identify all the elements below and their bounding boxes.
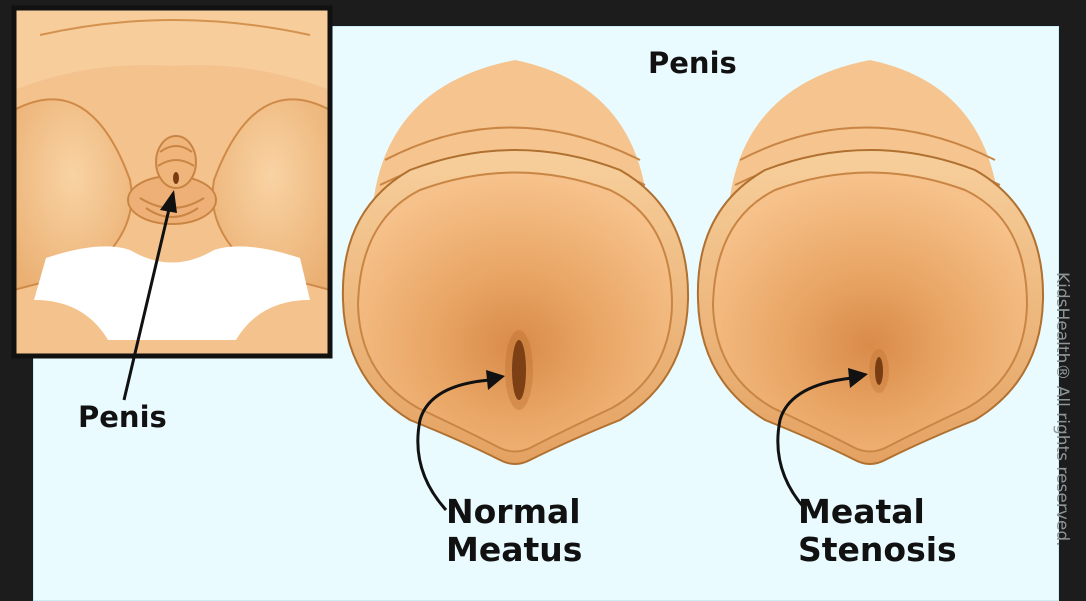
- normal-meatus-label: Normal Meatus: [446, 493, 582, 569]
- stenosis-label-line2: Stenosis: [798, 531, 957, 569]
- inset-body-image: [14, 8, 330, 356]
- inset-penis-label: Penis: [78, 400, 167, 434]
- normal-label-line1: Normal: [446, 493, 582, 531]
- normal-penis-image: [343, 60, 688, 464]
- penis-title-label: Penis: [648, 46, 737, 80]
- meatal-stenosis-label: Meatal Stenosis: [798, 493, 957, 569]
- stenosis-label-line1: Meatal: [798, 493, 957, 531]
- stenosis-penis-image: [698, 60, 1043, 464]
- normal-label-line2: Meatus: [446, 531, 582, 569]
- copyright-credit: KidsHealth® All rights reserved.: [1052, 272, 1072, 547]
